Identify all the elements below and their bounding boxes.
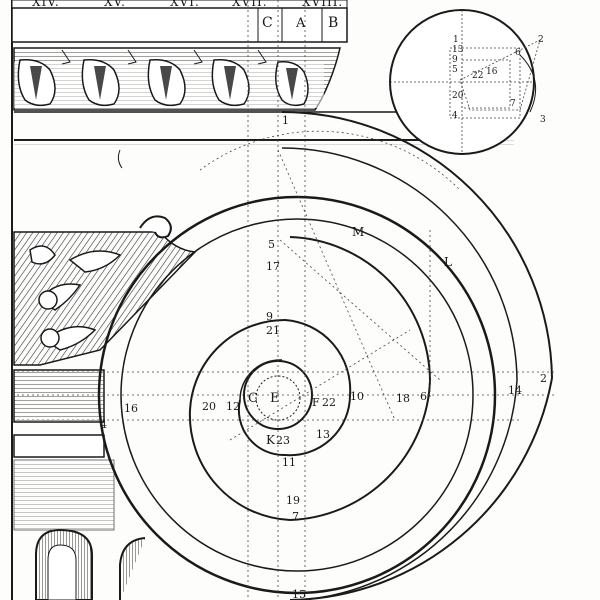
- inset-label-20: 20: [452, 91, 464, 101]
- label-c: C: [248, 391, 258, 406]
- label-7: 7: [292, 510, 299, 523]
- label-6: 6: [420, 390, 427, 403]
- label-e-center: E: [270, 391, 280, 406]
- numeral-xv: XV.: [104, 0, 126, 9]
- numeral-xiv: XIV.: [32, 0, 60, 9]
- label-f: F: [312, 396, 320, 409]
- egg-and-dart-moulding: [13, 47, 341, 111]
- label-23: 23: [276, 434, 290, 447]
- label-1: 1: [282, 114, 289, 127]
- label-10: 10: [350, 390, 364, 403]
- label-9: 9: [266, 310, 273, 323]
- inset-label-3: 3: [540, 115, 546, 125]
- column-letter-b: B: [328, 15, 339, 31]
- column-letter-a: A: [295, 16, 306, 31]
- inset-label-4: 4: [452, 111, 458, 121]
- inset-label-22: 22: [472, 71, 483, 81]
- header-strip: [11, 0, 348, 43]
- label-4: 4: [100, 418, 107, 431]
- label-16: 16: [124, 402, 138, 415]
- label-m: M: [352, 225, 364, 239]
- label-19: 19: [286, 494, 300, 507]
- label-17: 17: [266, 260, 280, 273]
- label-l: L: [444, 255, 452, 269]
- label-21: 21: [266, 324, 280, 337]
- label-20: 20: [202, 400, 216, 413]
- inset-label-6: 6: [515, 48, 521, 58]
- inset-detail-circle: [389, 9, 541, 155]
- inset-label-1: 1: [453, 35, 459, 45]
- construction-lines: [12, 0, 555, 600]
- label-13: 13: [316, 428, 330, 441]
- label-22: 22: [322, 396, 336, 409]
- column-base-mouldings: [13, 369, 146, 600]
- inset-label-2: 2: [538, 35, 544, 45]
- abacus-band: [14, 111, 514, 169]
- acanthus-leaf-carving: [13, 215, 197, 366]
- label-2: 2: [540, 372, 547, 385]
- label-12: 12: [226, 400, 240, 413]
- numeral-xvii: XVII.: [232, 0, 268, 9]
- inset-label-16: 16: [486, 67, 498, 77]
- label-14: 14: [508, 384, 522, 397]
- numeral-xviii: XVIII.: [302, 0, 343, 9]
- numeral-xvi: XVI.: [170, 0, 200, 9]
- inset-label-13: 13: [452, 45, 464, 55]
- volute-spiral: [97, 111, 553, 600]
- label-k: K: [266, 433, 276, 447]
- label-18: 18: [396, 392, 410, 405]
- inset-label-7: 7: [510, 99, 516, 109]
- inset-label-5: 5: [452, 65, 458, 75]
- label-11: 11: [282, 456, 296, 469]
- column-letter-c: C: [262, 15, 274, 31]
- label-15: 15: [292, 588, 306, 600]
- inset-label-9: 9: [452, 55, 458, 65]
- label-5: 5: [268, 238, 275, 251]
